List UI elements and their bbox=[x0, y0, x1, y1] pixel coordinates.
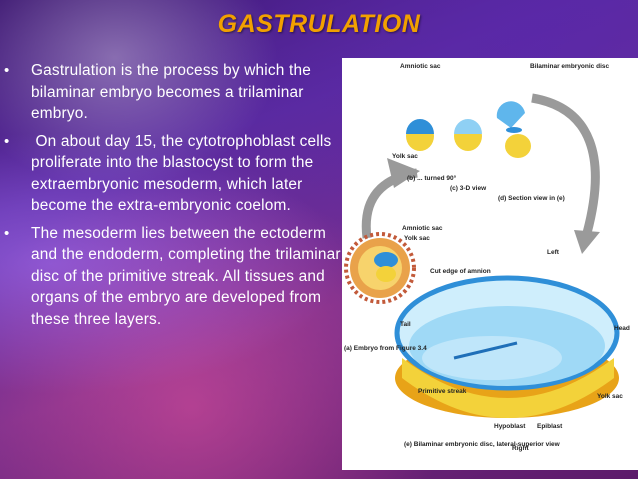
sphere-c bbox=[454, 119, 482, 151]
label-tail: Tail bbox=[400, 321, 411, 328]
bullet-dot-icon: • bbox=[4, 62, 10, 79]
label-epiblast: Epiblast bbox=[537, 423, 563, 430]
gastrulation-diagram: Amniotic sac Bilaminar embryonic disc Yo… bbox=[344, 63, 630, 452]
bullet-dot-icon: • bbox=[4, 224, 10, 242]
slide-title: GASTRULATION bbox=[217, 10, 421, 38]
label-amniotic-sac-top: Amniotic sac bbox=[400, 63, 441, 70]
label-bilaminar-disc-top: Bilaminar embryonic disc bbox=[530, 63, 609, 70]
label-amniotic-sac-left: Amniotic sac bbox=[402, 225, 443, 232]
arrow-head-left bbox=[387, 158, 420, 188]
label-right: Right bbox=[512, 445, 529, 452]
bullet-item: • The mesoderm lies between the ectoderm … bbox=[4, 223, 344, 331]
bullet-dot-icon: • bbox=[4, 132, 10, 150]
label-left: Left bbox=[547, 249, 560, 256]
label-c-3d: (c) 3-D view bbox=[450, 185, 487, 192]
label-primitive-streak: Primitive streak bbox=[418, 388, 467, 395]
gastrulation-figure: Amniotic sac Bilaminar embryonic disc Yo… bbox=[342, 58, 638, 470]
bullet-item: • Gastrulation is the process by which th… bbox=[4, 60, 344, 125]
label-b-turned: (b) ... turned 90° bbox=[407, 174, 457, 182]
embryonic-disc-e bbox=[394, 275, 620, 418]
label-e-bilaminar: (e) Bilaminar embryonic disc, lateral-su… bbox=[404, 441, 561, 448]
embryo-a bbox=[344, 232, 416, 304]
label-hypoblast: Hypoblast bbox=[494, 423, 526, 430]
label-yolk-sac-top: Yolk sac bbox=[392, 153, 418, 160]
bullet-text: Gastrulation is the process by which the… bbox=[31, 62, 312, 122]
label-yolk-sac-left: Yolk sac bbox=[404, 235, 430, 242]
bullet-list: • Gastrulation is the process by which th… bbox=[4, 60, 344, 336]
bullet-item: • On about day 15, the cytotrophoblast c… bbox=[4, 131, 344, 217]
arrow-head-right bbox=[574, 230, 600, 254]
bullet-text: On about day 15, the cytotrophoblast cel… bbox=[31, 132, 336, 215]
label-d-section: (d) Section view in (e) bbox=[498, 195, 565, 202]
label-embryo-from: (a) Embryo from Figure 3.4 bbox=[344, 345, 427, 352]
bullet-text: The mesoderm lies between the ectoderm a… bbox=[31, 224, 341, 328]
curved-arrow-right bbox=[531, 93, 600, 235]
label-yolk-sac-right: Yolk sac bbox=[597, 393, 623, 400]
label-cut-edge: Cut edge of amnion bbox=[430, 268, 491, 275]
sphere-b bbox=[406, 119, 434, 151]
label-head: Head bbox=[614, 325, 630, 332]
sphere-d bbox=[496, 101, 531, 158]
